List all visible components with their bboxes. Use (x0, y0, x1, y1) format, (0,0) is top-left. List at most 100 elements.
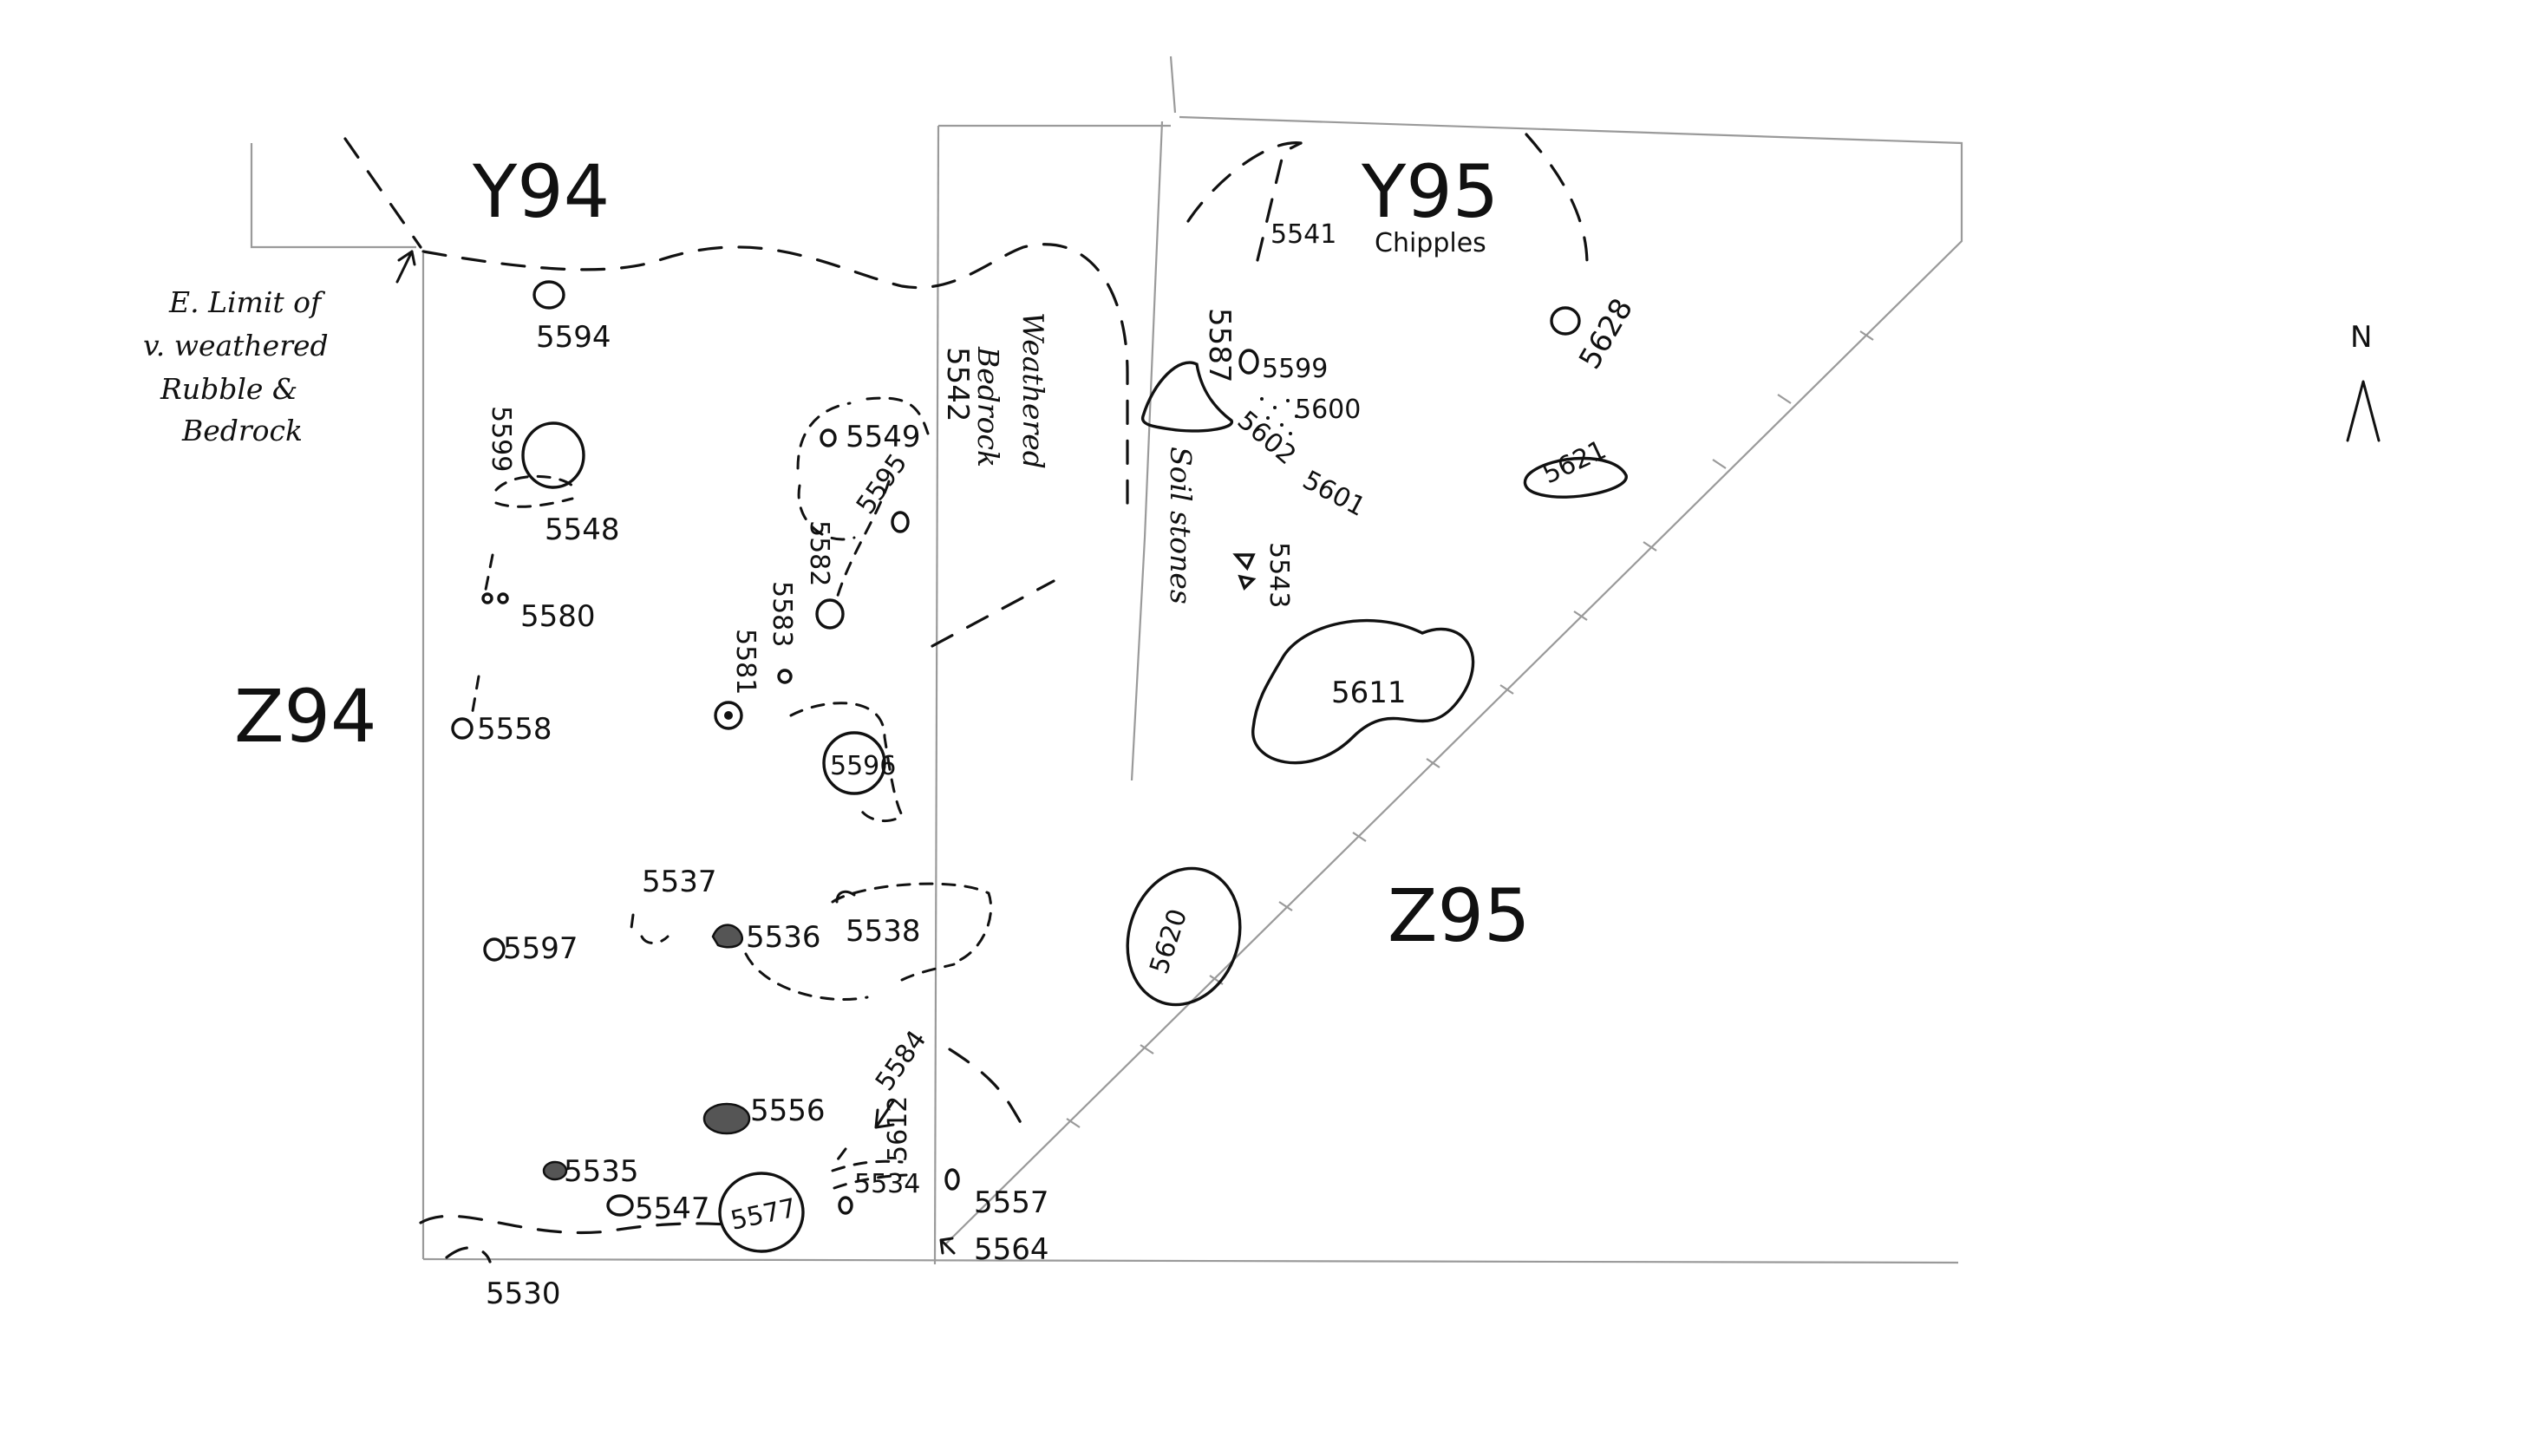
feature-5548-pit (521, 421, 585, 489)
label-5599: 5599 (1262, 354, 1328, 384)
grid-label-y95: Y95 (1361, 149, 1499, 234)
feature-5558 (451, 717, 474, 740)
label-5628: 5628 (1572, 293, 1640, 375)
label-5621: 5621 (1538, 434, 1611, 490)
feature-5535 (542, 1160, 568, 1181)
y95-limit-east (1525, 133, 1589, 266)
north-label: N (2350, 320, 2372, 355)
label-5587: 5587 (1202, 308, 1237, 383)
label-5583: 5583 (767, 581, 797, 647)
feature-5548-cut (494, 474, 574, 508)
feature-5582 (815, 598, 845, 630)
feature-5596 (822, 731, 886, 795)
grid-label-y94: Y94 (472, 149, 610, 234)
feature-5581 (714, 701, 743, 730)
label-5596: 5596 (830, 751, 896, 781)
label-5581: 5581 (730, 629, 761, 695)
central-grid-line (933, 125, 940, 1265)
note-limit-1: E. Limit of (168, 285, 326, 319)
feature-5549-cut (796, 396, 930, 600)
feature-5597 (483, 937, 506, 962)
label-5584: 5584 (870, 1025, 932, 1097)
feature-5543 (1232, 553, 1257, 591)
grid-label-z94: Z94 (234, 674, 376, 759)
dashed-limits (343, 133, 1589, 1263)
label-5620: 5620 (1144, 905, 1193, 977)
label-5557: 5557 (974, 1185, 1049, 1220)
feature-5580-a (481, 592, 493, 604)
feature-5556 (702, 1102, 751, 1135)
feature-5580-b (497, 592, 509, 604)
label-5611: 5611 (1331, 676, 1407, 710)
arrow-5584 (874, 1100, 895, 1129)
label-5599-vertical: 5599 (486, 406, 516, 472)
feature-5587 (1140, 361, 1233, 433)
y95-limit-west (1186, 141, 1303, 223)
arrow-5564 (939, 1237, 956, 1255)
note-bedrock: Bedrock (971, 346, 1005, 467)
label-5543: 5543 (1264, 542, 1294, 608)
label-5536: 5536 (746, 920, 821, 955)
bedrock-limit-south (931, 579, 1055, 648)
feature-5536 (711, 924, 744, 949)
feature-5534 (838, 1196, 853, 1215)
label-5538: 5538 (846, 914, 921, 949)
feature-5538-cut (744, 882, 993, 1002)
note-weathered: Weathered (1016, 312, 1050, 469)
label-5541: 5541 (1270, 219, 1336, 250)
label-5582: 5582 (804, 520, 834, 586)
feature-5594 (532, 280, 565, 310)
chipples-limit (1256, 141, 1303, 262)
feature-5581-core (724, 711, 733, 720)
feature-5577 (718, 1172, 805, 1253)
label-5601: 5601 (1297, 465, 1370, 523)
label-5595: 5595 (851, 448, 913, 520)
label-5530: 5530 (486, 1276, 561, 1311)
feature-5621 (1523, 456, 1628, 499)
label-5594: 5594 (536, 320, 611, 355)
label-5542: 5542 (940, 347, 975, 422)
feature-5549 (820, 428, 837, 447)
note-limit-2: v. weathered (143, 329, 329, 362)
note-limit-4: Bedrock (181, 414, 303, 447)
feature-5599 (1238, 349, 1259, 375)
grid-label-z95: Z95 (1388, 873, 1530, 958)
feature-5628 (1550, 306, 1581, 336)
label-5580: 5580 (520, 599, 596, 634)
note-soil-stones: Soil stones (1164, 447, 1198, 604)
label-5564: 5564 (974, 1232, 1049, 1267)
limit-edge (944, 115, 1963, 1245)
label-5558: 5558 (477, 712, 552, 747)
weathered-rubble-limit (421, 243, 1129, 505)
label-5549: 5549 (846, 420, 921, 454)
label-5547: 5547 (635, 1192, 710, 1226)
feature-5534-cut (831, 1147, 908, 1190)
feature-5583 (777, 669, 793, 684)
label-5612: 5612 (883, 1096, 913, 1162)
feature-5612 (944, 1168, 960, 1191)
south-limit (419, 1214, 730, 1235)
label-5556: 5556 (750, 1094, 826, 1128)
feature-5538-mark (835, 890, 856, 904)
y94-outline (250, 143, 416, 249)
paper-tear (1130, 55, 1177, 781)
arrow-limit (395, 250, 416, 284)
feature-5537 (630, 913, 670, 944)
label-5534: 5534 (854, 1169, 920, 1199)
south-limit-small (445, 1246, 492, 1263)
label-5577: 5577 (728, 1193, 799, 1237)
label-5600: 5600 (1295, 395, 1361, 425)
label-5535: 5535 (564, 1154, 639, 1189)
east-limit-5612 (948, 1048, 1025, 1129)
feature-5611 (1251, 618, 1475, 765)
context-labels: 5594 5599 5548 5580 5558 5549 5595 5582 … (477, 219, 1640, 1311)
label-5548: 5548 (545, 513, 620, 547)
north-arrow: N (2346, 320, 2381, 442)
y94-limit-diagonal (343, 137, 422, 249)
stone-scatter (1256, 397, 1298, 435)
note-limit-3: Rubble & (160, 372, 297, 406)
feature-5596-cut (789, 702, 904, 823)
grid-lines (250, 55, 1963, 1265)
feature-5620 (1126, 866, 1242, 1007)
